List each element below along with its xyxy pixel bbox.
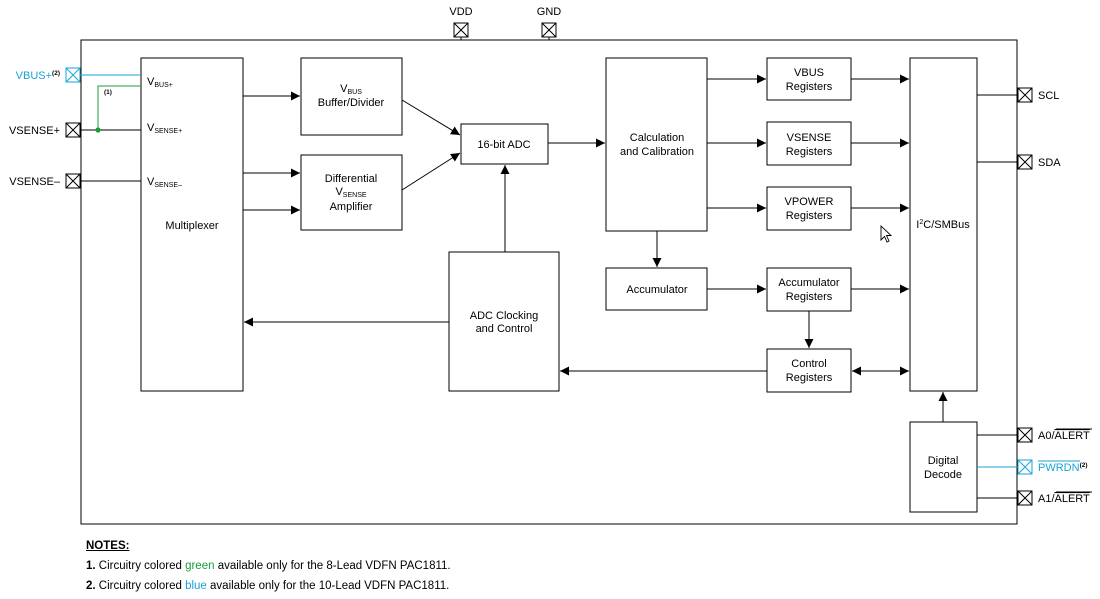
calc-label-2: and Calibration: [620, 146, 694, 158]
digital-decode-label-2: Decode: [924, 469, 962, 481]
calc-calibration-block: [605, 57, 708, 232]
diff-amp-label-2: VSENSE: [335, 186, 366, 199]
control-registers-label-1: Control: [791, 358, 826, 370]
scl-label: SCL: [1038, 90, 1059, 102]
diff-amp-label-1: Differential: [325, 173, 377, 185]
multiplexer-label: Multiplexer: [165, 220, 219, 232]
gnd-pin-icon: [541, 22, 557, 38]
adc-block: [460, 123, 549, 165]
note-1: 1. Circuitry colored green available onl…: [86, 560, 451, 572]
vbus-registers-label-1: VBUS: [794, 67, 824, 79]
vsense-registers-label-2: Registers: [786, 146, 833, 158]
digital-decode-label-1: Digital: [928, 455, 959, 467]
vsense-registers-label-1: VSENSE: [787, 132, 832, 144]
vsense-minus-pin-icon: [65, 173, 81, 189]
mux-in-vbus-label: VBUS+: [147, 76, 173, 89]
a1-alert-pin-icon: [1017, 490, 1033, 506]
accumulator-registers-label-2: Registers: [786, 291, 833, 303]
vsense-plus-label: VSENSE+: [9, 125, 60, 137]
pwrdn-pin-icon: [1017, 459, 1033, 475]
vbus-registers-label-2: Registers: [786, 81, 833, 93]
vbus-buffer-block: [300, 57, 403, 136]
junction-dot: [95, 127, 101, 133]
vsense-plus-pin-icon: [65, 122, 81, 138]
adc-clocking-label-1: ADC Clocking: [470, 310, 538, 322]
diff-amp-block: [300, 154, 403, 231]
accumulator-label: Accumulator: [626, 284, 687, 296]
pwrdn-label: PWRDN(2): [1038, 462, 1088, 474]
block-diagram: VDD GND VBUS+(2) VSENSE+ VSENSE– (1) SCL…: [9, 6, 1092, 525]
green-note-marker: (1): [104, 89, 112, 96]
vpower-registers-label-2: Registers: [786, 210, 833, 222]
vdd-label: VDD: [449, 6, 472, 18]
vdd-pin-icon: [453, 22, 469, 38]
note-1-color: green: [185, 560, 215, 572]
i2c-smbus-label: I2C/SMBus: [916, 219, 970, 231]
vpower-registers-label-1: VPOWER: [785, 196, 834, 208]
green-bridge-wire: [97, 85, 141, 130]
diff-amp-label-3: Amplifier: [330, 201, 373, 213]
vbus-registers-block: [766, 57, 852, 101]
notes-section: NOTES: 1. Circuitry colored green availa…: [86, 536, 451, 596]
vbus-buffer-label-1: VBUS: [340, 83, 362, 96]
scl-pin-icon: [1017, 87, 1033, 103]
mux-in-vsense-minus-label: VSENSE–: [147, 176, 182, 189]
multiplexer-block: [140, 57, 244, 392]
adc-clocking-label-2: and Control: [476, 323, 533, 335]
digital-decode-block: [909, 421, 978, 513]
control-registers-label-2: Registers: [786, 372, 833, 384]
chip-boundary: [80, 39, 1018, 525]
adc-label: 16-bit ADC: [477, 139, 530, 151]
vbus-buffer-label-2: Buffer/Divider: [318, 97, 385, 109]
a0-alert-label: A0/ALERT: [1038, 430, 1090, 442]
vpower-registers-block: [766, 186, 852, 231]
note-2-color: blue: [185, 580, 207, 592]
accumulator-registers-block: [766, 267, 852, 312]
mux-in-vsense-plus-label: VSENSE+: [147, 122, 182, 135]
a1-alert-label: A1/ALERT: [1038, 493, 1090, 505]
gnd-label: GND: [537, 6, 562, 18]
mouse-cursor-icon: [880, 224, 893, 243]
calc-label-1: Calculation: [630, 132, 684, 144]
vbus-plus-pin-icon: [65, 67, 81, 83]
notes-header: NOTES:: [86, 540, 130, 552]
sda-pin-icon: [1017, 154, 1033, 170]
accumulator-registers-label-1: Accumulator: [778, 277, 839, 289]
control-registers-block: [766, 348, 852, 393]
vbus-plus-label: VBUS+(2): [16, 70, 60, 82]
i2c-smbus-block: [909, 57, 978, 392]
note-2: 2. Circuitry colored blue available only…: [86, 580, 450, 592]
vsense-minus-label: VSENSE–: [9, 176, 61, 188]
sda-label: SDA: [1038, 157, 1061, 169]
a0-alert-pin-icon: [1017, 427, 1033, 443]
